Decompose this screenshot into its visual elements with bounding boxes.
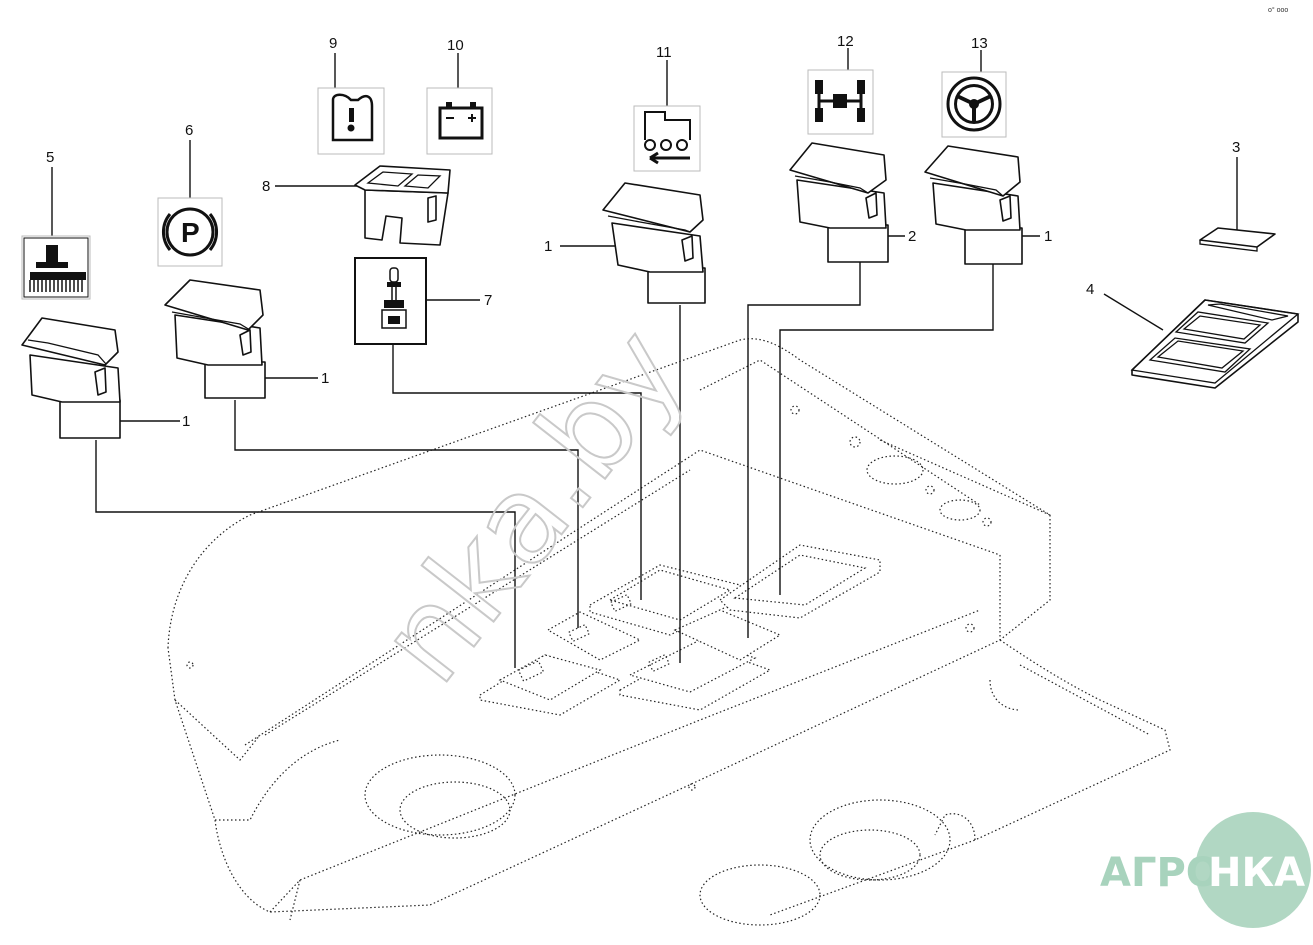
engine-oil-warning-icon	[317, 87, 385, 155]
callout-4: 4	[1086, 281, 1094, 298]
callout-8: 8	[262, 178, 270, 195]
callout-11: 11	[656, 44, 672, 61]
svg-text:P: P	[181, 217, 200, 248]
callout-12: 12	[837, 33, 854, 50]
battery-icon	[426, 87, 493, 155]
steering-wheel-icon	[941, 71, 1007, 138]
rocker-switch-item-2	[789, 142, 889, 263]
callout-1-left: 1	[182, 413, 190, 430]
callout-2: 2	[908, 228, 916, 245]
console-switch-bank	[479, 544, 881, 716]
rocker-switch-second	[164, 279, 266, 399]
callout-1-right: 1	[1044, 228, 1052, 245]
logo-text-right: НКА	[1208, 850, 1305, 896]
logo-text-left: АГРО	[1100, 850, 1220, 896]
cover-plate-item-3	[1199, 227, 1276, 252]
callout-6: 6	[185, 122, 193, 139]
callout-9: 9	[329, 35, 337, 52]
implement-lift-icon	[21, 235, 91, 300]
callout-3: 3	[1232, 139, 1240, 156]
switch-frame-item-4	[1130, 299, 1300, 389]
connector-bulb-icon	[354, 257, 427, 345]
parking-brake-icon: P	[157, 197, 223, 267]
watermark: nkа.by	[353, 304, 712, 708]
callout-labels: 1 1 1 1 2 3 4 5 6 7 8 9 10 11 12 13	[46, 33, 1240, 430]
callout-13: 13	[971, 35, 988, 52]
rocker-switch-center	[602, 182, 706, 304]
tractor-reverse-icon	[633, 105, 701, 172]
callout-7: 7	[484, 292, 492, 309]
corner-mark: o° ooo	[1268, 6, 1288, 14]
agronka-logo: АГРО НКА	[1100, 812, 1311, 928]
console-housing	[167, 338, 1171, 926]
switch-bracket-item-8	[354, 165, 451, 246]
callout-1-second: 1	[321, 370, 329, 387]
callout-10: 10	[447, 37, 464, 54]
callout-5: 5	[46, 149, 54, 166]
callout-1-center: 1	[544, 238, 552, 255]
rocker-switch-right	[924, 145, 1023, 265]
four-wheel-drive-icon	[807, 69, 874, 135]
rocker-switch-left	[21, 317, 121, 439]
